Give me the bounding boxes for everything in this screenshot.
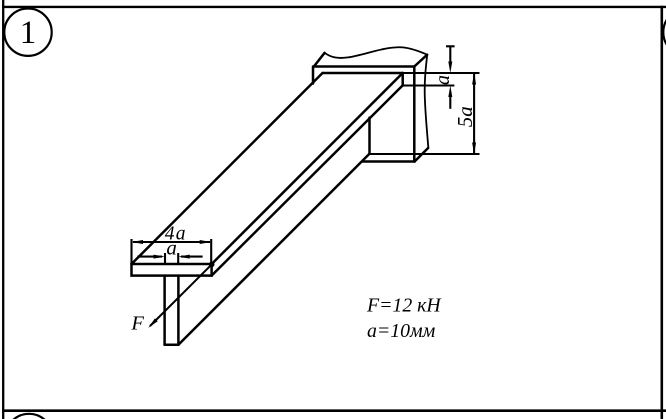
svg-text:a: a (166, 235, 177, 259)
svg-text:5a: 5a (453, 106, 477, 127)
svg-text:a=10мм: a=10мм (367, 320, 436, 342)
svg-text:1: 1 (20, 15, 37, 51)
svg-text:4a: 4a (165, 224, 187, 245)
svg-text:F=12 кН: F=12 кН (366, 295, 442, 317)
svg-text:a: a (432, 75, 454, 85)
svg-text:F: F (130, 313, 144, 335)
